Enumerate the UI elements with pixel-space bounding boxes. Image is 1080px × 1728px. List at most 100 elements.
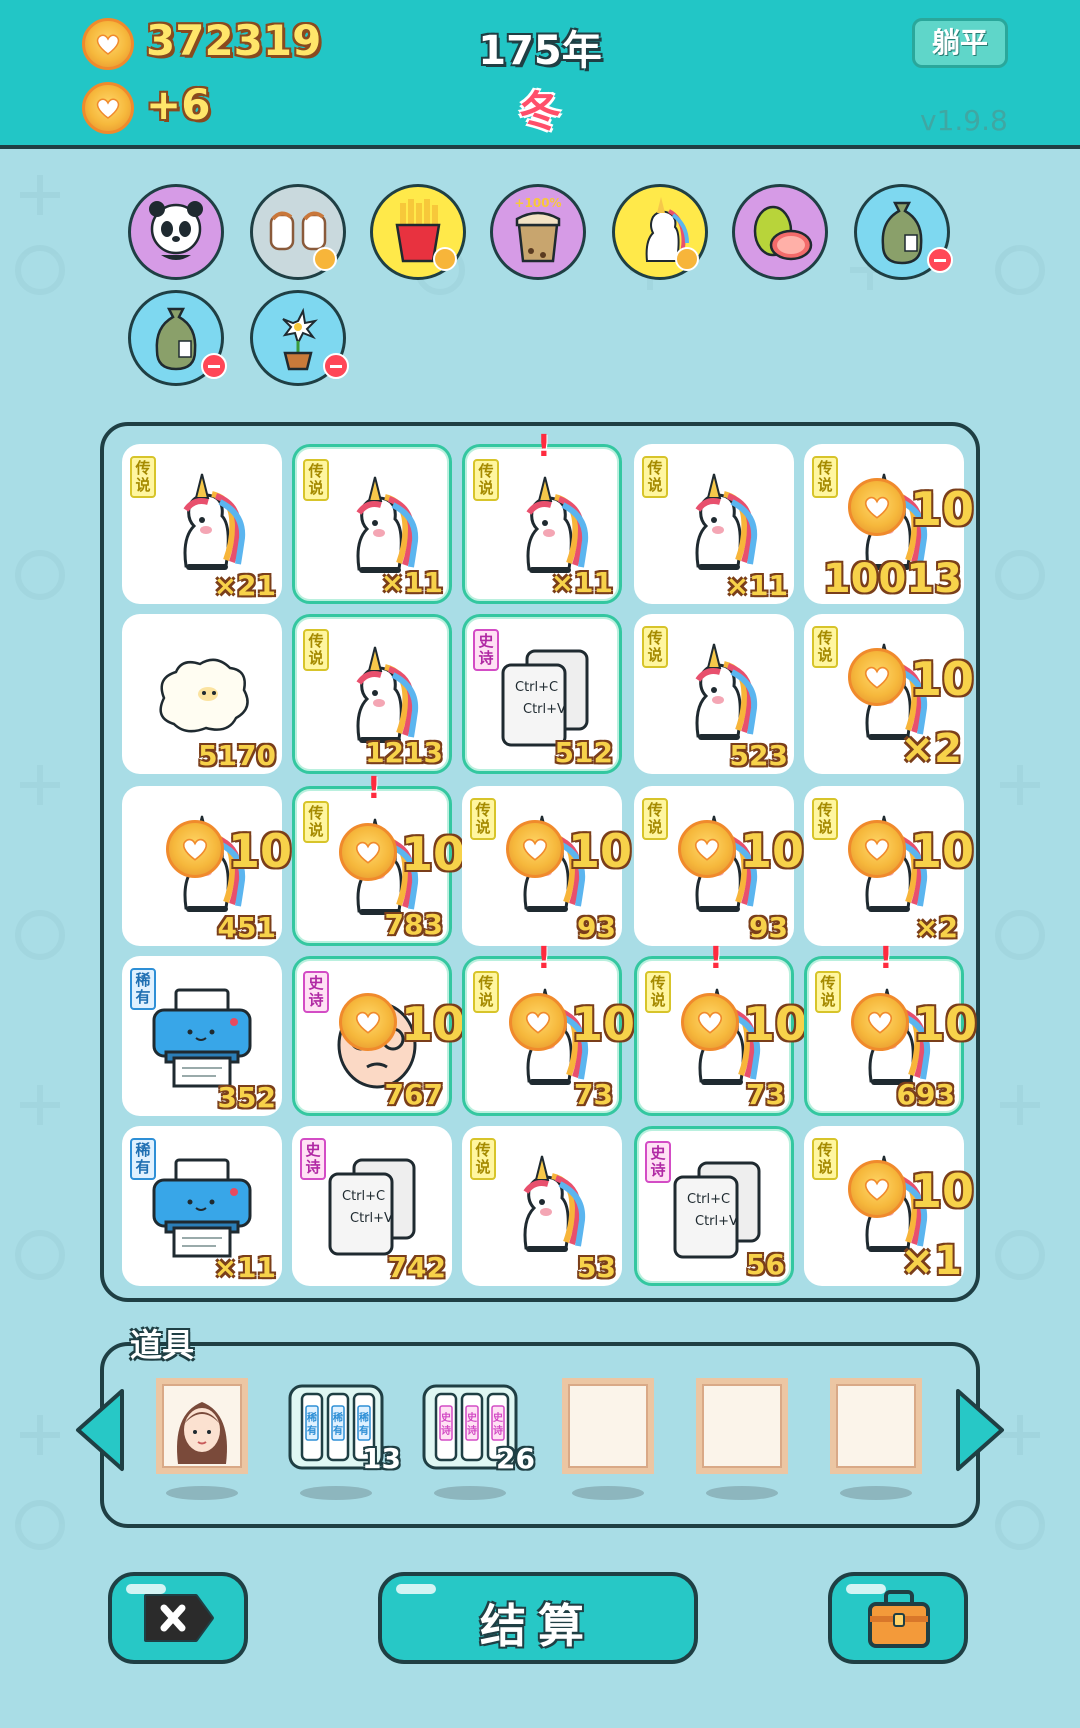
items-label: 道具 [130, 1326, 195, 1364]
coin-bonus-value: 10 [913, 997, 978, 1051]
buff-unicorn[interactable] [612, 184, 708, 280]
cell-count: ×21 [213, 569, 276, 602]
rarity-tag: 传说 [642, 798, 668, 840]
item-slot[interactable] [562, 1378, 654, 1500]
copypaste-icon: Ctrl+C Ctrl+V [316, 1150, 428, 1262]
board-cell[interactable]: 传说×11 [634, 444, 794, 604]
rarity-tag: 传说 [303, 459, 329, 501]
item-slot[interactable] [156, 1378, 248, 1500]
board-cell[interactable]: 5170 [122, 614, 282, 774]
cell-count: ×2 [900, 726, 962, 772]
buff-milk-tea[interactable]: +100% [490, 184, 586, 280]
coin-bonus: 10 [339, 823, 499, 887]
rarity-tag: 传说 [812, 798, 838, 840]
heart-badge-icon [675, 247, 699, 271]
cell-count: 1213 [365, 736, 443, 769]
slot-shadow [840, 1486, 912, 1500]
cell-count: 693 [896, 1078, 955, 1111]
buff-potted-flower[interactable] [250, 290, 349, 386]
coin-icon [166, 820, 224, 878]
rarity-tag: 传说 [642, 456, 668, 498]
item-slot[interactable] [696, 1378, 788, 1500]
top-bar: 372319 +6 175年 冬 躺平 v1.9.8 [0, 0, 1080, 149]
buff-sack[interactable] [128, 290, 227, 386]
minus-icon [323, 353, 349, 379]
item-slot[interactable] [830, 1378, 922, 1500]
cell-count: 93 [577, 911, 616, 944]
coin-icon [848, 820, 906, 878]
arrow-right-icon[interactable] [950, 1385, 1010, 1475]
rarity-tag: 传说 [470, 1138, 496, 1180]
cell-count: 93 [749, 911, 788, 944]
svg-text:有: 有 [307, 1424, 317, 1437]
buff-pomelo[interactable] [732, 184, 828, 280]
coin-icon [678, 820, 736, 878]
board-cell[interactable]: 传说!×11 [462, 429, 622, 604]
cell-count: 451 [217, 911, 276, 944]
buff-unicorn-pair[interactable] [250, 184, 346, 280]
settle-button[interactable]: 结算 [378, 1572, 698, 1664]
coin-icon [851, 993, 909, 1051]
rarity-tag: 史诗 [473, 629, 499, 671]
board-cell[interactable]: 传说×21 [122, 444, 282, 604]
rarity-tag: 传说 [812, 1138, 838, 1180]
coin-bonus-value: 10 [910, 482, 975, 536]
coin-bonus-value: 10 [568, 824, 633, 878]
board-cell[interactable]: 传说×11 [292, 444, 452, 604]
svg-text:+100%: +100% [514, 196, 561, 210]
bag-button[interactable] [828, 1572, 968, 1664]
coin-bonus-value: 10 [910, 1164, 975, 1218]
rarity-tag: 传说 [473, 971, 499, 1013]
coin-bonus: 10 [848, 648, 1008, 712]
svg-text:诗: 诗 [493, 1424, 503, 1437]
printer-icon [146, 1150, 258, 1262]
board-cell[interactable]: 稀有×11 [122, 1126, 282, 1286]
svg-text:Ctrl+V: Ctrl+V [695, 1214, 738, 1229]
remove-button[interactable] [108, 1572, 248, 1664]
alert-icon: ! [709, 941, 723, 976]
rarity-tag: 稀有 [130, 968, 156, 1010]
coin-icon [848, 648, 906, 706]
heart-badge-icon [313, 247, 337, 271]
slot-shadow [166, 1486, 238, 1500]
cell-count: ×2 [915, 911, 958, 944]
income-coin-icon [82, 82, 134, 134]
cell-count: ×11 [550, 566, 613, 599]
cell-count: ×11 [213, 1251, 276, 1284]
minus-icon [201, 353, 227, 379]
coin-income: +6 [146, 80, 211, 129]
empty-frame [830, 1378, 922, 1474]
buff-fries[interactable] [370, 184, 466, 280]
coin-bonus: 10 [681, 993, 841, 1057]
lie-flat-button[interactable]: 躺平 [912, 18, 1008, 68]
buff-sack[interactable] [854, 184, 953, 280]
background-pattern [15, 175, 1045, 1550]
coin-bonus: 10 [509, 993, 669, 1057]
unicorn-icon [658, 468, 770, 580]
arrow-left-icon[interactable] [70, 1385, 130, 1475]
printer-icon [146, 980, 258, 1092]
buff-panda[interactable] [128, 184, 224, 280]
unicorn-icon [319, 641, 431, 753]
